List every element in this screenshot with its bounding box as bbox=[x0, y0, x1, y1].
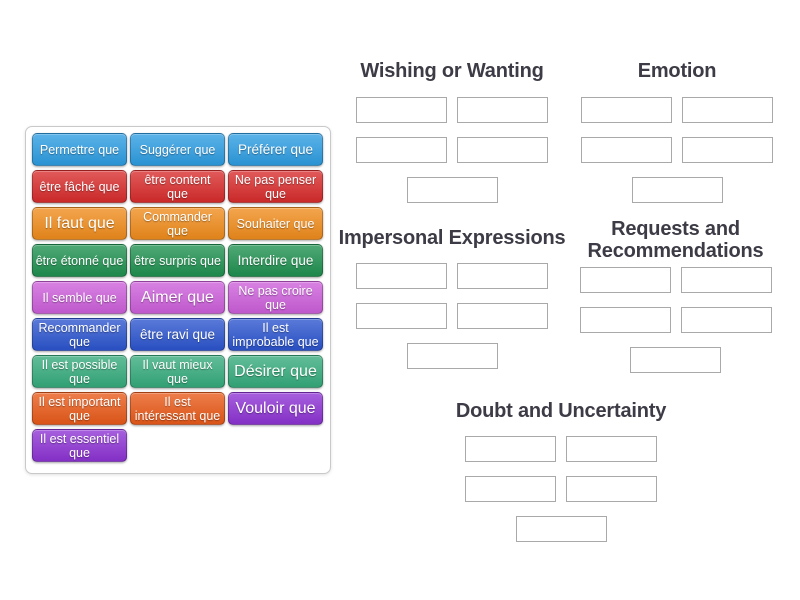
drop-slot[interactable] bbox=[457, 263, 548, 289]
drop-slot[interactable] bbox=[680, 267, 772, 293]
tile-il-semble-que[interactable]: Il semble que bbox=[32, 281, 127, 314]
slot-grid bbox=[577, 97, 777, 203]
drop-slot[interactable] bbox=[579, 267, 671, 293]
drop-slot[interactable] bbox=[356, 303, 447, 329]
tile-ne-pas-croire-que[interactable]: Ne pas croire que bbox=[228, 281, 323, 314]
group-title: Emotion bbox=[637, 60, 717, 83]
tile-etre-surpris-que[interactable]: être surpris que bbox=[130, 244, 225, 277]
tile-etre-ravi-que[interactable]: être ravi que bbox=[130, 318, 225, 351]
drop-slot[interactable] bbox=[579, 307, 671, 333]
drop-slot[interactable] bbox=[680, 307, 772, 333]
drop-slot[interactable] bbox=[406, 343, 498, 369]
tile-preferer-que[interactable]: Préférer que bbox=[228, 133, 323, 166]
group-title: Wishing or Wanting bbox=[360, 60, 544, 83]
tile-il-est-important-que[interactable]: Il est important que bbox=[32, 392, 127, 425]
drop-slot[interactable] bbox=[356, 263, 447, 289]
slot-grid bbox=[352, 97, 552, 203]
tile-etre-fache-que[interactable]: être fâché que bbox=[32, 170, 127, 203]
slot-grid bbox=[573, 267, 778, 373]
group-title: Requests and Recommendations bbox=[587, 217, 764, 263]
slot-grid bbox=[350, 263, 554, 369]
tile-souhaiter-que[interactable]: Souhaiter que bbox=[228, 207, 323, 240]
drop-slot[interactable] bbox=[406, 177, 498, 203]
slot-grid bbox=[460, 436, 662, 542]
tile-suggerer-que[interactable]: Suggérer que bbox=[130, 133, 225, 166]
drop-slot[interactable] bbox=[581, 137, 672, 163]
tile-desirer-que[interactable]: Désirer que bbox=[228, 355, 323, 388]
tile-permettre-que[interactable]: Permettre que bbox=[32, 133, 127, 166]
tile-il-est-interessant-que[interactable]: Il est intéressant que bbox=[130, 392, 225, 425]
drop-slot[interactable] bbox=[630, 347, 721, 373]
tile-recommander-que[interactable]: Recommander que bbox=[32, 318, 127, 351]
drop-slot[interactable] bbox=[457, 137, 548, 163]
tile-il-vaut-mieux-que[interactable]: Il vaut mieux que bbox=[130, 355, 225, 388]
drop-slot[interactable] bbox=[682, 137, 773, 163]
group-impersonal-expressions: Impersonal Expressions bbox=[338, 224, 566, 369]
drop-slot[interactable] bbox=[465, 476, 556, 502]
tile-il-est-possible-que[interactable]: Il est possible que bbox=[32, 355, 127, 388]
group-emotion: Emotion bbox=[577, 57, 777, 203]
tile-aimer-que[interactable]: Aimer que bbox=[130, 281, 225, 314]
drop-slot[interactable] bbox=[515, 516, 607, 542]
tile-panel: Permettre que Suggérer que Préférer que … bbox=[25, 126, 331, 474]
drop-slot[interactable] bbox=[465, 436, 556, 462]
drop-slot[interactable] bbox=[631, 177, 723, 203]
tile-etre-etonne-que[interactable]: être étonné que bbox=[32, 244, 127, 277]
group-requests-and-recommendations: Requests and Recommendations bbox=[573, 217, 778, 373]
tile-il-est-improbable-que[interactable]: Il est improbable que bbox=[228, 318, 323, 351]
tile-il-est-essentiel-que[interactable]: Il est essentiel que bbox=[32, 429, 127, 462]
drop-slot[interactable] bbox=[457, 303, 548, 329]
tile-vouloir-que[interactable]: Vouloir que bbox=[228, 392, 323, 425]
drop-slot[interactable] bbox=[581, 97, 672, 123]
group-doubt-and-uncertainty: Doubt and Uncertainty bbox=[455, 397, 667, 542]
group-wishing-or-wanting: Wishing or Wanting bbox=[352, 57, 552, 203]
tile-interdire-que[interactable]: Interdire que bbox=[228, 244, 323, 277]
drop-slot[interactable] bbox=[566, 436, 657, 462]
drop-slot[interactable] bbox=[457, 97, 548, 123]
drop-slot[interactable] bbox=[356, 97, 447, 123]
tile-commander-que[interactable]: Commander que bbox=[130, 207, 225, 240]
group-title: Doubt and Uncertainty bbox=[455, 400, 667, 423]
tile-il-faut-que[interactable]: Il faut que bbox=[32, 207, 127, 240]
drop-slot[interactable] bbox=[566, 476, 657, 502]
drop-slot[interactable] bbox=[356, 137, 447, 163]
tile-etre-content-que[interactable]: être content que bbox=[130, 170, 225, 203]
drop-slot[interactable] bbox=[682, 97, 773, 123]
tile-ne-pas-penser-que[interactable]: Ne pas penser que bbox=[228, 170, 323, 203]
group-title: Impersonal Expressions bbox=[338, 227, 566, 250]
